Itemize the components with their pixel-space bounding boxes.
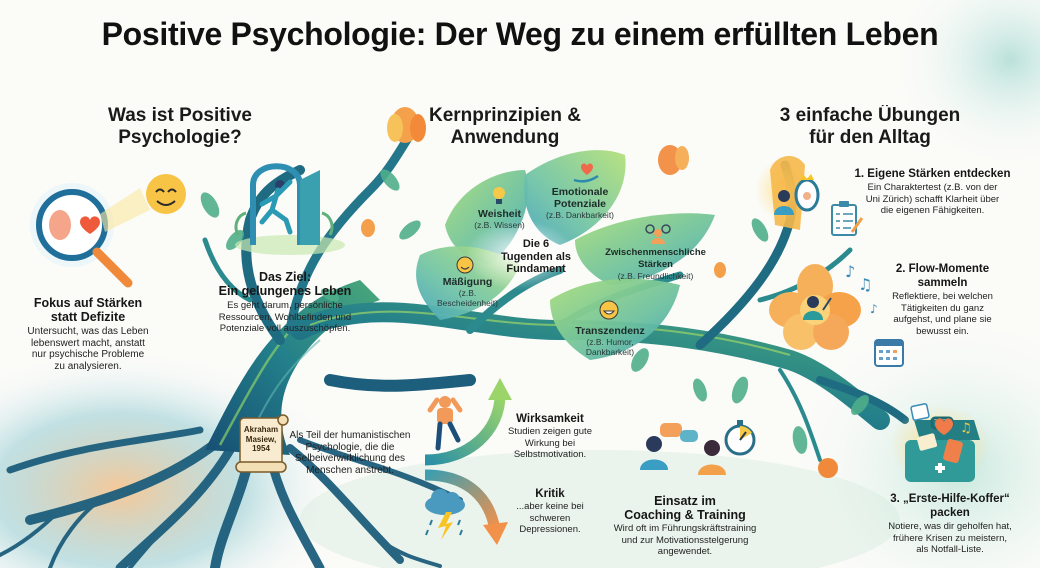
section-heading-what-is: Was ist Positive Psychologie? (70, 105, 290, 149)
exercise-1: 1. Eigene Stärken entdecken Ein Charakte… (845, 167, 1020, 217)
heading-line: Psychologie? (118, 127, 242, 148)
smiley-icon (146, 174, 186, 214)
section-heading-core-principles: Kernprinzipien & Anwendung (410, 105, 600, 149)
coaching-text: Wird oft im Führungskräftstraining und z… (613, 523, 757, 557)
strong-person-arrow-up-icon (424, 378, 512, 466)
exercise-title: sammeln (917, 277, 968, 289)
goal-block: Das Ziel: Ein gelungenes Leben Es geht d… (210, 270, 360, 335)
heading-line: Was ist Positive (108, 105, 252, 126)
virtue-transzendenz: Transzendenz (z.B. Humor, Dankbarkeit) (575, 325, 645, 357)
exercise-text: Ein Charaktertest (z.B. von der Uni Züri… (865, 182, 1000, 216)
scroll-label: Akraham Masiew, 1954 (243, 425, 279, 453)
heading-line: Anwendung (450, 127, 560, 148)
door-runner-icon (234, 163, 345, 255)
virtue-emotionale-potenziale: Emotionale Potenziale (z.B. Dankbarkeit) (545, 186, 615, 220)
magnifier-brain-heart-icon (30, 183, 150, 288)
svg-text:♫: ♫ (960, 421, 972, 436)
exercise-2: 2. Flow-Momente sammeln Reflektiere, bei… (880, 262, 1005, 337)
section-heading-exercises: 3 einfache Übungen für den Alltag (760, 105, 980, 149)
criticism-title: Kritik (535, 488, 565, 500)
exercise-3: 3. „Erste-Hilfe-Koffer“ packen Notiere, … (870, 492, 1030, 556)
coaching-title: Coaching & Training (624, 508, 746, 522)
storm-cloud-arrow-down-icon (424, 469, 508, 545)
svg-text:♫: ♫ (858, 275, 872, 294)
svg-text:♪: ♪ (870, 302, 878, 316)
people-group-icon (645, 224, 671, 244)
goal-title: Ein gelungenes Leben (218, 284, 352, 298)
virtue-maessigung: Mäßigung (z.B. Bescheidenheit) (437, 276, 498, 308)
focus-text: Untersucht, was das Leben lebenswert mac… (27, 326, 149, 372)
goal-title: Das Ziel: (258, 270, 312, 284)
criticism-text: ...aber keine bei schweren Depressionen. (516, 501, 584, 535)
mirror-crown-checklist-icon (755, 155, 864, 236)
exercise-title: 2. Flow-Momente (895, 263, 990, 275)
exercise-text: Notiere, was dir geholfen hat, frühere K… (888, 521, 1012, 555)
focus-block: Fokus auf Stärken statt Defizite Untersu… (18, 296, 158, 372)
flower-decoration (361, 107, 838, 478)
effectiveness-block: Wirksamkeit Studien zeigen gute Wirkung … (505, 412, 595, 461)
center-label-six-virtues: Die 6 Tugenden als Fundament (500, 238, 572, 275)
lightbulb-icon (493, 187, 505, 204)
smile-icon (456, 256, 474, 274)
effectiveness-title: Wirksamkeit (516, 413, 584, 425)
coaching-block: Einsatz im Coaching & Training Wird oft … (610, 494, 760, 558)
focus-title: statt Defizite (50, 310, 126, 324)
goal-text: Es geht darum, persönliche Ressourcen, W… (218, 300, 352, 334)
first-aid-kit-icon: ♫ (890, 403, 990, 485)
coaching-title: Einsatz im (654, 494, 716, 508)
flower-painter-calendar-icon: ♪ ♫ ♪ (769, 262, 904, 367)
focus-title: Fokus auf Stärken (33, 296, 143, 310)
exercise-title: 3. „Erste-Hilfe-Koffer“ (890, 493, 1010, 505)
heading-line: 3 einfache Übungen (779, 105, 961, 126)
grin-icon (599, 300, 619, 320)
criticism-block: Kritik ...aber keine bei schweren Depres… (510, 487, 590, 536)
virtue-weisheit: Weisheit (z.B. Wissen) (474, 208, 525, 230)
page-title: Positive Psychologie: Der Weg zu einem e… (101, 16, 939, 52)
exercise-title: packen (930, 507, 970, 519)
virtue-zwischenmenschliche-staerken: Zwischenmenschliche Stärken (z.B. Freund… (605, 247, 706, 281)
history-text: Als Teil der humanistischen Psychologie,… (289, 430, 411, 476)
exercise-title: 1. Eigene Stärken entdecken (854, 168, 1011, 180)
scroll-icon (235, 414, 289, 473)
hand-heart-icon (573, 163, 599, 183)
heading-line: für den Alltag (809, 127, 931, 148)
effectiveness-text: Studien zeigen gute Wirkung bei Selbstmo… (508, 426, 592, 460)
coaching-conversation-stopwatch-icon (640, 420, 756, 475)
svg-text:♪: ♪ (845, 262, 855, 281)
heading-line: Kernprinzipien & (428, 105, 581, 126)
exercise-text: Reflektiere, bei welchen Tätigkeiten du … (892, 291, 993, 337)
